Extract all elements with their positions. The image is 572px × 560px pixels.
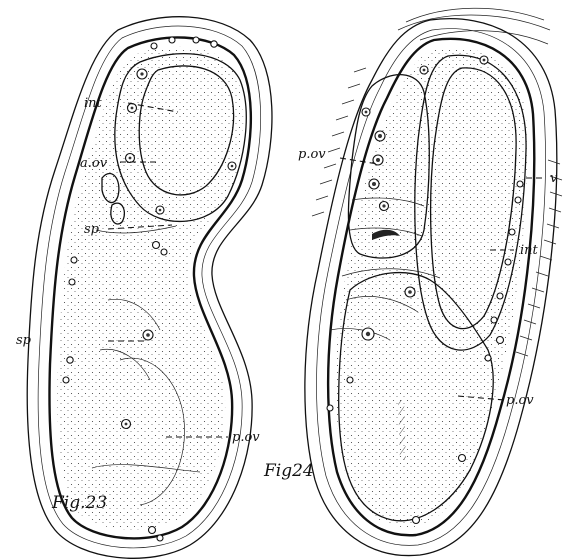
fig24-caption: Fig24 [263, 461, 314, 481]
fig23-label-p-ov: p.ov [232, 430, 260, 445]
fig23-label-int: int [84, 96, 103, 111]
figure-23: int a.ov sp sp p.ov Fig.23 [16, 17, 272, 559]
fig23-caption: Fig.23 [51, 493, 107, 513]
fig24-label-p-ov-bottom: p.ov [506, 393, 534, 408]
fig23-tissue [57, 47, 243, 530]
fig24-tissue [336, 47, 527, 527]
fig24-label-p-ov-top: p.ov [298, 147, 326, 162]
fig24-label-int: int [520, 243, 539, 258]
fig23-label-sp-2: sp [16, 333, 32, 348]
fig23-label-a-ov: a.ov [80, 156, 108, 171]
figure-24: p.ov v int p.ov Fig24 [263, 8, 562, 555]
fig23-label-sp-1: sp [84, 222, 100, 237]
fig24-cilia-left [312, 68, 366, 216]
fig24-label-v: v [550, 171, 558, 186]
fig24-top-arcs [398, 8, 550, 44]
